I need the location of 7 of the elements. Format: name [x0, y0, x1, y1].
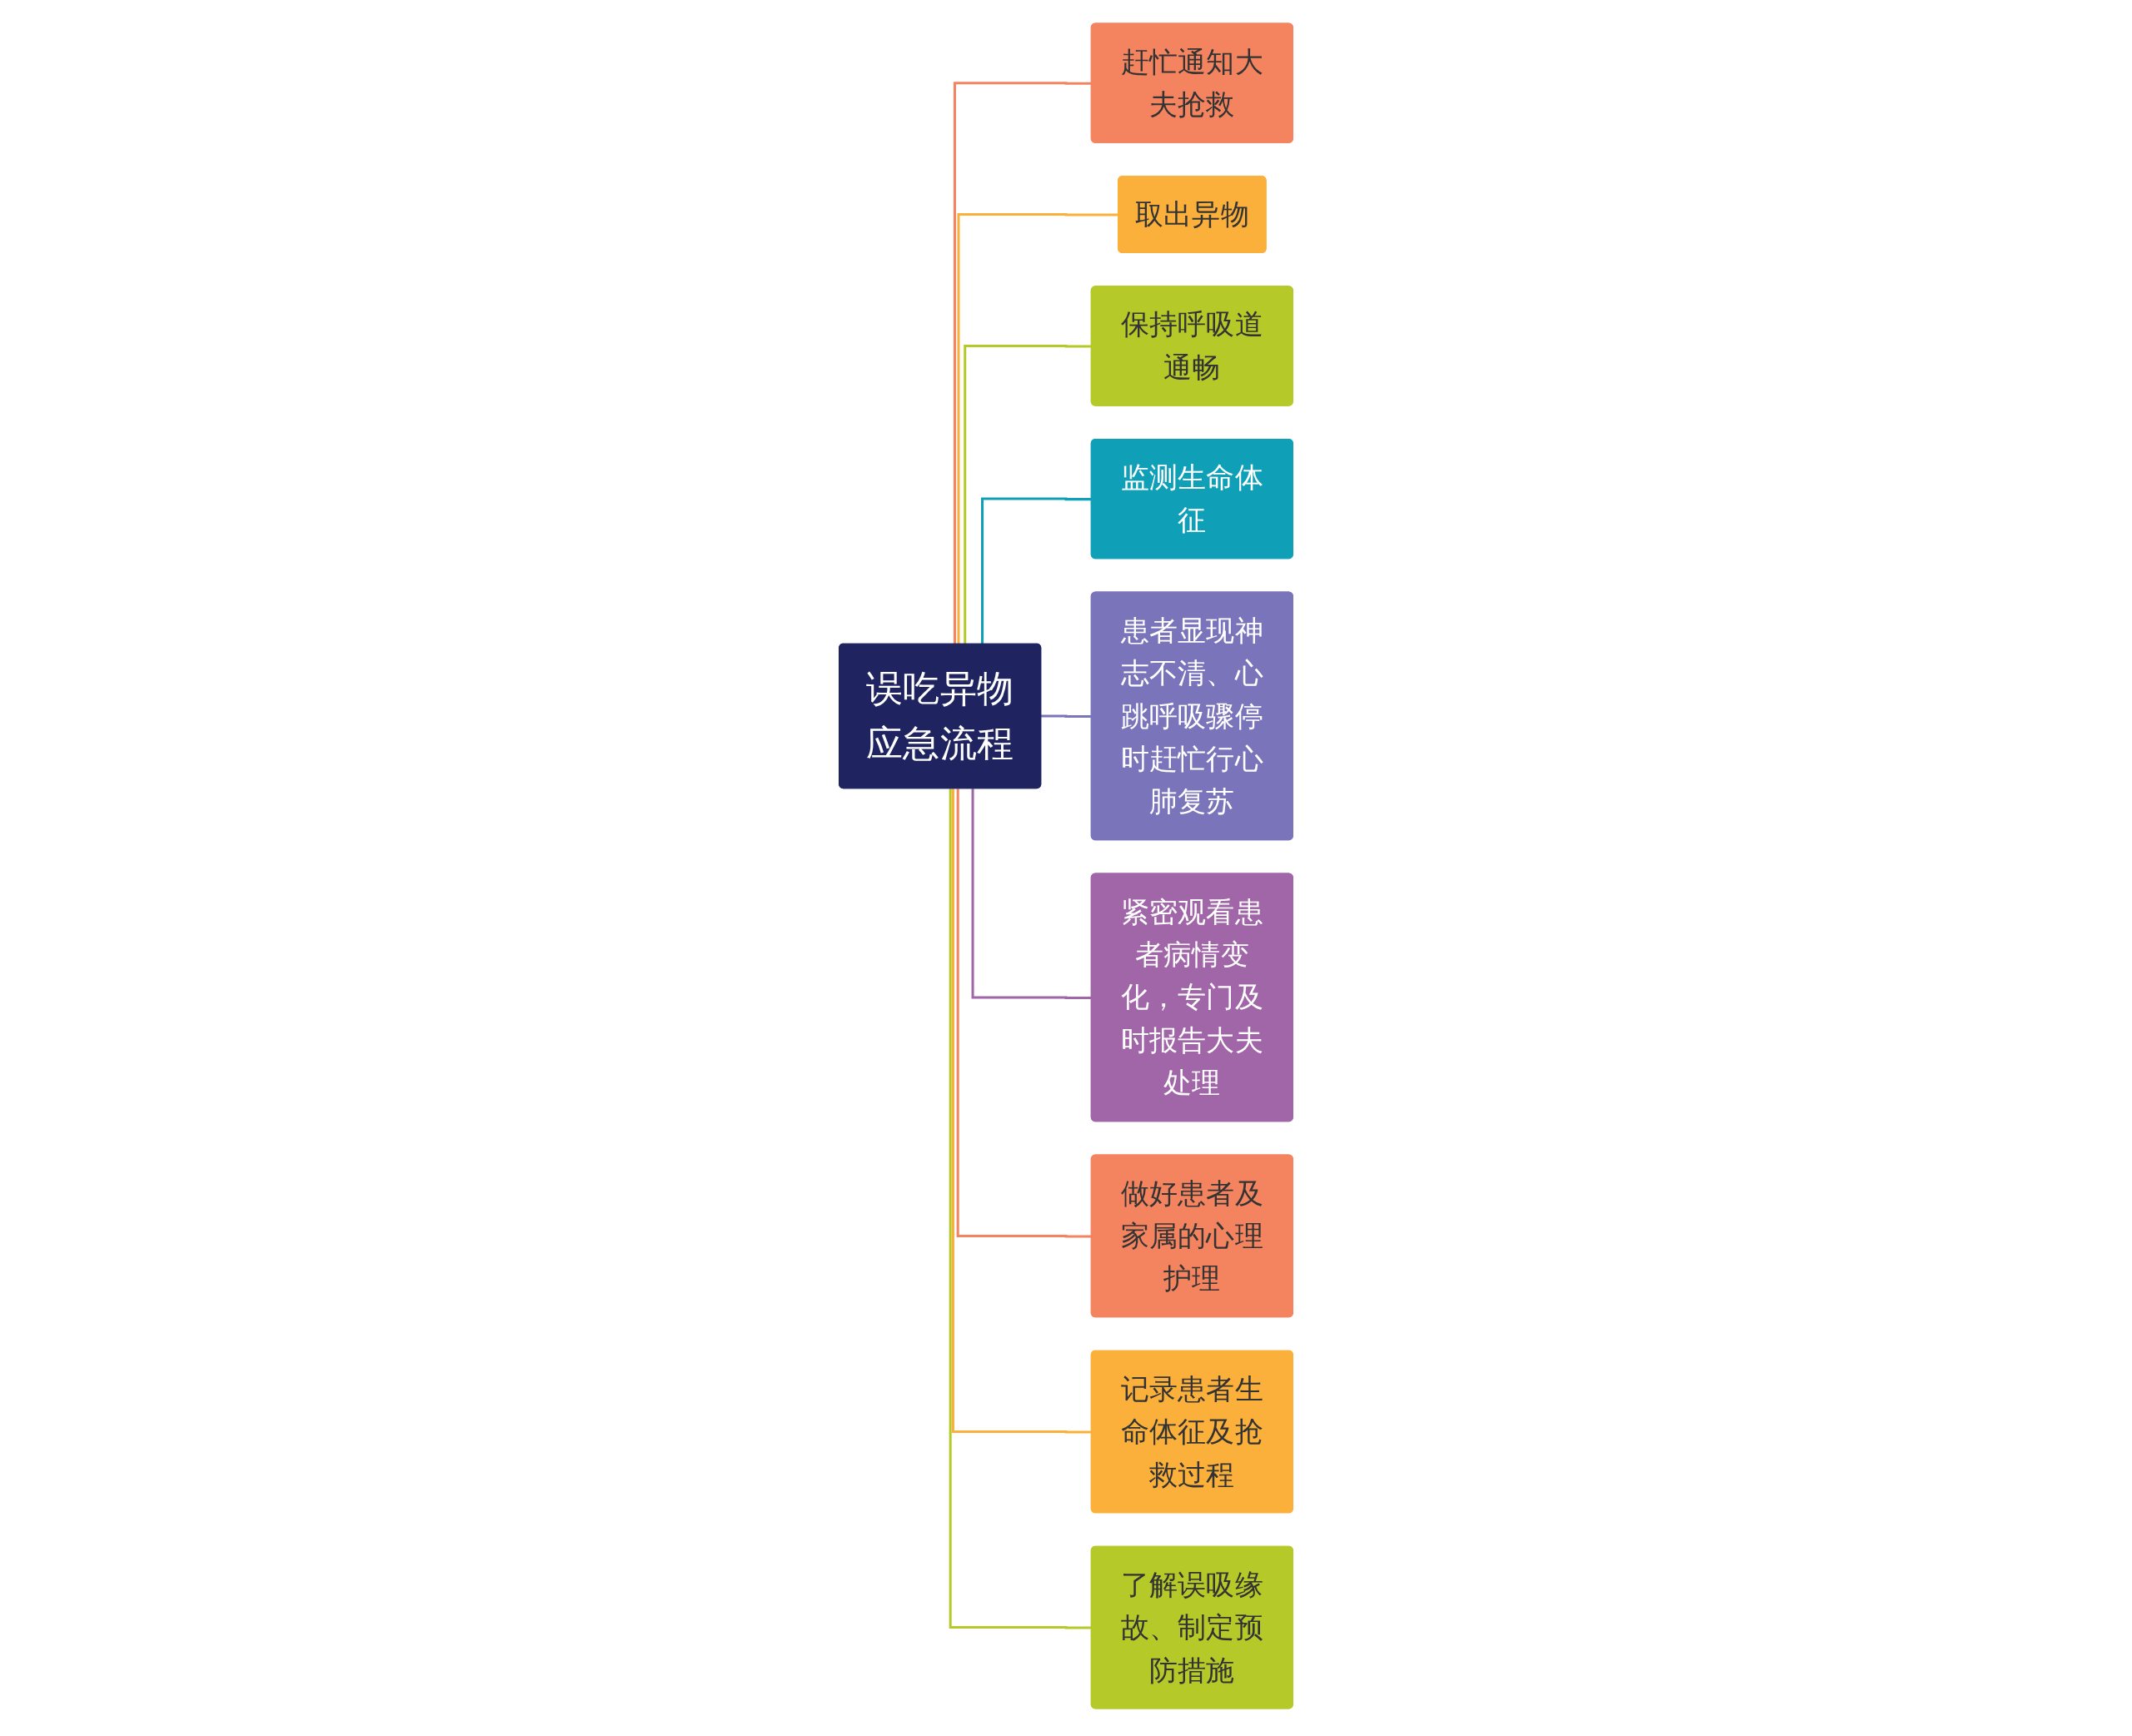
connector	[949, 788, 1092, 1629]
connector	[951, 788, 1092, 1434]
connector	[981, 497, 1092, 644]
connector	[964, 344, 1092, 644]
connector	[971, 788, 1092, 999]
connector	[956, 788, 1092, 1238]
connector	[953, 82, 1092, 644]
